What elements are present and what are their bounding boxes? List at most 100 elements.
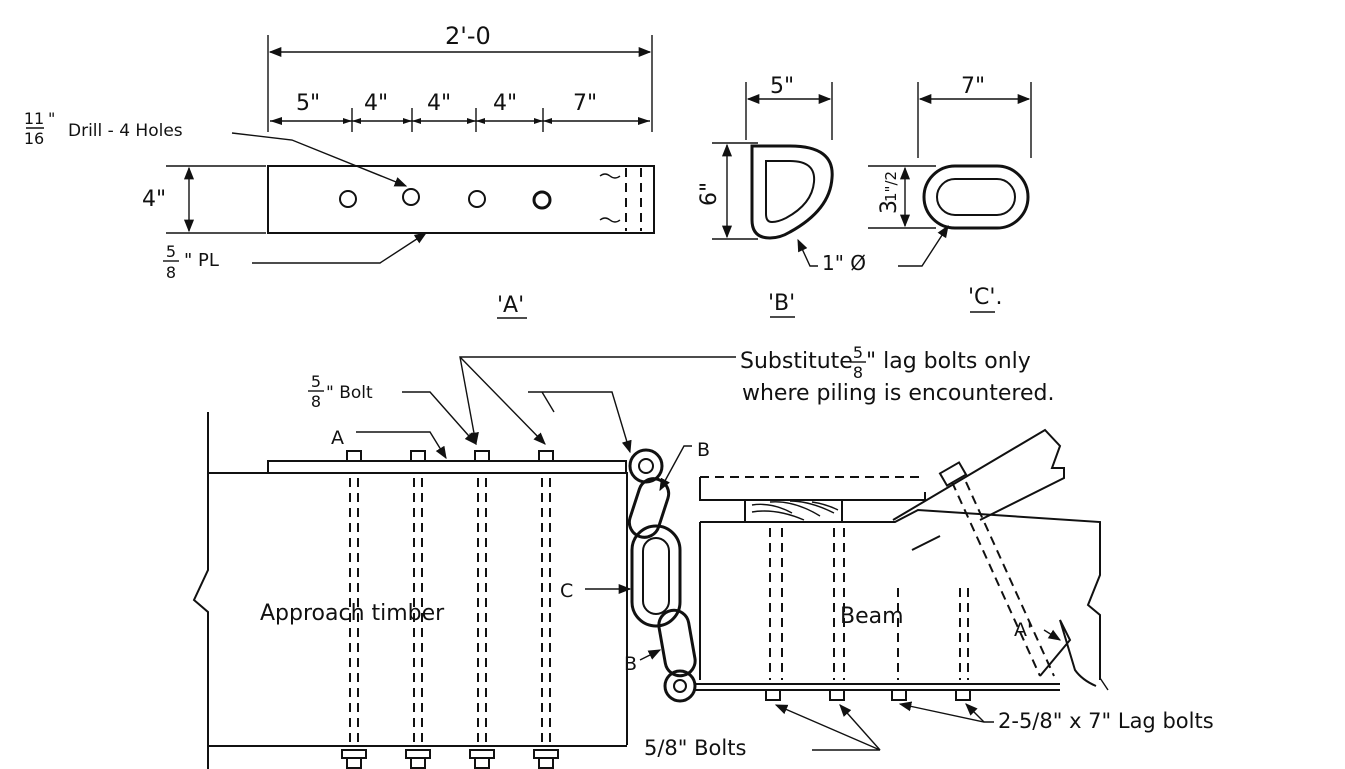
substitute-leader xyxy=(528,391,632,454)
callout-a-prime-leader xyxy=(1043,629,1062,641)
chain xyxy=(627,448,697,703)
inclined-plate xyxy=(951,481,1041,677)
plate-anchor xyxy=(1039,619,1097,687)
plate-frac-den: 8 xyxy=(166,263,176,282)
bolt-nut-bottom xyxy=(533,749,559,769)
bolt-nut xyxy=(474,450,490,462)
bolt-leader xyxy=(402,391,477,445)
link-b-width: 5" xyxy=(770,74,794,99)
d-link-outer xyxy=(750,144,834,240)
detail-c-link: 7" 3 1"/2 'C'. xyxy=(868,74,1032,313)
bolt-nut-bottom xyxy=(341,749,367,769)
beam-outline xyxy=(700,508,1101,680)
drill-frac-num: 11 xyxy=(24,109,44,128)
beam-label: Beam xyxy=(840,604,904,629)
beam-assembly: Beam A' xyxy=(694,428,1109,701)
bolt-hole xyxy=(402,188,420,206)
oval-link-outer xyxy=(922,164,1030,230)
bolt-nut xyxy=(346,450,362,462)
wood-grain xyxy=(751,500,839,521)
drill-unit: " xyxy=(48,109,55,128)
drill-leader xyxy=(231,132,408,187)
lag-bolts-leader xyxy=(898,701,994,723)
rod-diameter-label: 1" Ø xyxy=(822,251,866,275)
spacing-dim-3: 4" xyxy=(427,91,451,116)
ring-link xyxy=(663,669,697,703)
detail-b-link: 5" 6" 'B' xyxy=(697,74,834,318)
rod-leader-c xyxy=(898,224,949,267)
bolt-nut xyxy=(410,450,426,462)
bolt-note: " Bolt xyxy=(326,383,373,403)
drill-note: Drill - 4 Holes xyxy=(68,121,183,141)
link-b-height: 6" xyxy=(697,182,722,206)
dimension-arrowheads xyxy=(270,117,650,125)
callout-a: A xyxy=(331,427,344,449)
weld-symbol xyxy=(599,173,621,223)
leader-tick xyxy=(541,391,555,413)
oval-chain-link-inner xyxy=(642,537,670,615)
link-c-height-whole: 3 xyxy=(877,200,902,214)
substitute-note-end: " lag bolts only xyxy=(866,349,1031,374)
oval-chain-link xyxy=(630,524,682,628)
callout-b-leader xyxy=(659,445,692,492)
spacing-dim-2: 4" xyxy=(364,91,388,116)
detail-c-label: 'C'. xyxy=(968,285,1002,310)
deck-member xyxy=(699,477,926,501)
ring-link xyxy=(628,448,664,484)
lag-bolts-note: 2-5/8" x 7" Lag bolts xyxy=(998,709,1214,733)
detail-b-label: 'B' xyxy=(768,291,795,316)
plate-outline xyxy=(267,165,655,234)
lag-bolts-leader xyxy=(965,703,985,723)
bolt-nut-bottom xyxy=(469,749,495,769)
substitute-frac-den: 8 xyxy=(853,363,863,382)
d-link-inner xyxy=(765,160,816,224)
substitute-leader xyxy=(459,356,736,446)
oval-link-inner xyxy=(936,178,1016,216)
bolt-nut xyxy=(955,689,971,701)
callout-c: C xyxy=(560,580,573,602)
callout-a-leader xyxy=(356,431,447,460)
substitute-note-start: Substitute xyxy=(740,349,853,374)
link-c-height-frac: 1"/2 xyxy=(882,171,900,202)
bolt-nut xyxy=(829,689,845,701)
rod-leader-b xyxy=(797,238,818,267)
inclined-plate xyxy=(965,481,1055,677)
bolt-hole xyxy=(339,190,357,208)
bolt-nut-bottom xyxy=(405,749,431,769)
overall-dimension: 2'-0 xyxy=(445,22,491,50)
rod-diameter-callout: 1" Ø xyxy=(797,224,949,275)
bolts-leader xyxy=(839,704,881,751)
spacing-dim-5: 7" xyxy=(573,91,597,116)
callout-a-prime: A' xyxy=(1014,619,1032,641)
approach-timber-label: Approach timber xyxy=(260,601,445,626)
plate-leader xyxy=(252,232,428,264)
beam-corner xyxy=(1099,677,1109,691)
callout-b-bottom-leader xyxy=(639,649,662,661)
plate-frac-num: 5 xyxy=(166,242,176,261)
top-plate xyxy=(267,460,627,474)
timber-break-line xyxy=(192,412,209,769)
inclined-member xyxy=(892,428,1065,521)
timber-bolts xyxy=(341,450,559,769)
link-c-width: 7" xyxy=(961,74,985,99)
ring-link-hole xyxy=(638,458,654,474)
substitute-note-line2: where piling is encountered. xyxy=(742,381,1054,406)
plate-height-dim: 4" xyxy=(142,187,166,212)
substitute-leader xyxy=(459,356,546,445)
bolt-hole xyxy=(532,190,552,210)
inclined-member-edge xyxy=(911,535,941,551)
plate-note: " PL xyxy=(184,250,219,271)
detail-a-label: 'A' xyxy=(497,293,524,318)
assembly-elevation: Substitute 5 8 " lag bolts only where pi… xyxy=(192,343,1214,769)
chain-link xyxy=(657,608,697,678)
bolts-leader xyxy=(774,704,881,751)
callout-b-bottom: B xyxy=(624,653,637,675)
bolt-frac-num: 5 xyxy=(311,372,321,391)
drill-frac-den: 16 xyxy=(24,129,44,148)
ring-link-hole xyxy=(673,679,687,693)
spacing-dim-4: 4" xyxy=(493,91,517,116)
bolt-hole xyxy=(468,190,486,208)
spacing-dim-1: 5" xyxy=(296,91,320,116)
brace-clip xyxy=(938,461,968,487)
